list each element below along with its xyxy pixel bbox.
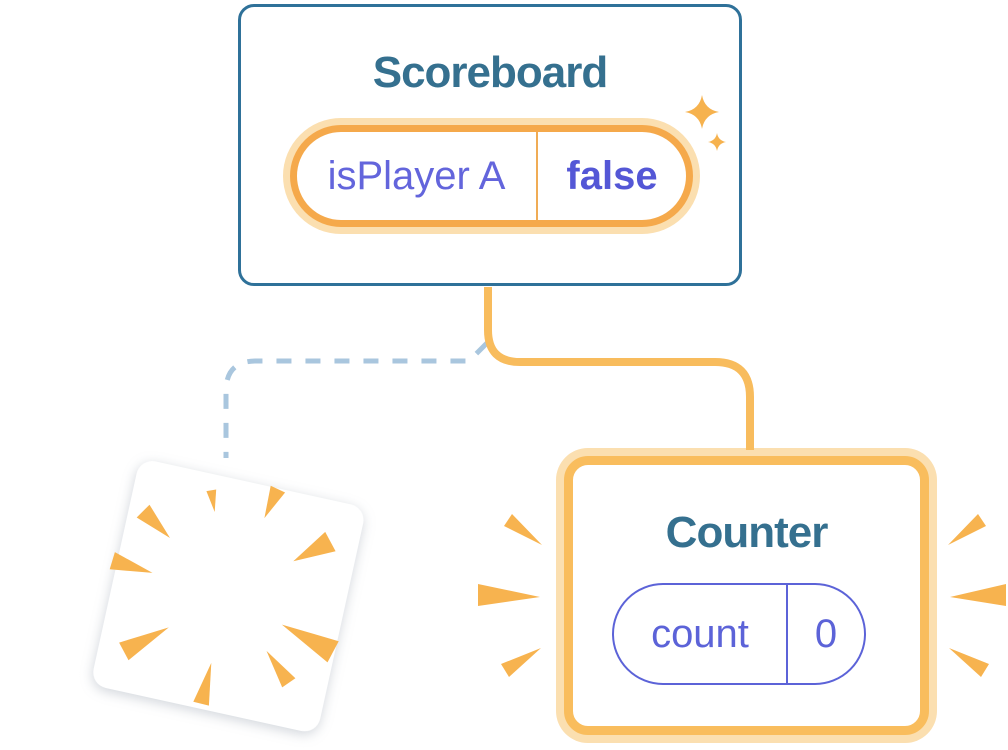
explosion-ray-icon: [206, 489, 217, 512]
scoreboard-title: Scoreboard: [372, 48, 609, 97]
emphasis-ray-icon: [478, 584, 540, 606]
active-connector-line: [484, 287, 754, 450]
explosion-burst-icon: [109, 485, 339, 706]
explosion-ray-icon: [293, 531, 336, 562]
pill-divider: [786, 585, 788, 683]
explosion-ray-icon: [266, 650, 296, 688]
counter-component-card: Counter count 0: [564, 456, 929, 735]
pill-divider: [536, 132, 538, 220]
emphasis-ray-icon: [949, 648, 989, 677]
counter-state-pill: count 0: [612, 583, 866, 685]
emphasis-ray-icon: [950, 584, 1006, 606]
explosion-ray-icon: [109, 552, 153, 573]
emphasis-ray-icon: [501, 648, 541, 677]
scoreboard-component-card: Scoreboard isPlayer A false: [238, 4, 742, 286]
destroyed-component-card: [93, 461, 364, 732]
state-value: false: [566, 154, 658, 198]
destroyed-connector-line: [223, 341, 489, 458]
state-key: count: [651, 612, 749, 656]
explosion-ray-icon: [136, 504, 170, 538]
explosion-ray-icon: [281, 624, 339, 663]
scoreboard-state-pill: isPlayer A false: [290, 125, 693, 227]
state-key: isPlayer A: [327, 154, 506, 198]
emphasis-ray-icon: [948, 514, 986, 545]
explosion-ray-icon: [264, 485, 286, 519]
emphasis-burst-left-icon: [478, 514, 542, 677]
explosion-ray-icon: [193, 662, 212, 706]
state-value: 0: [814, 612, 838, 656]
emphasis-ray-icon: [504, 514, 542, 545]
emphasis-burst-right-icon: [948, 514, 1006, 677]
counter-title: Counter: [665, 508, 829, 557]
explosion-ray-icon: [119, 627, 169, 661]
